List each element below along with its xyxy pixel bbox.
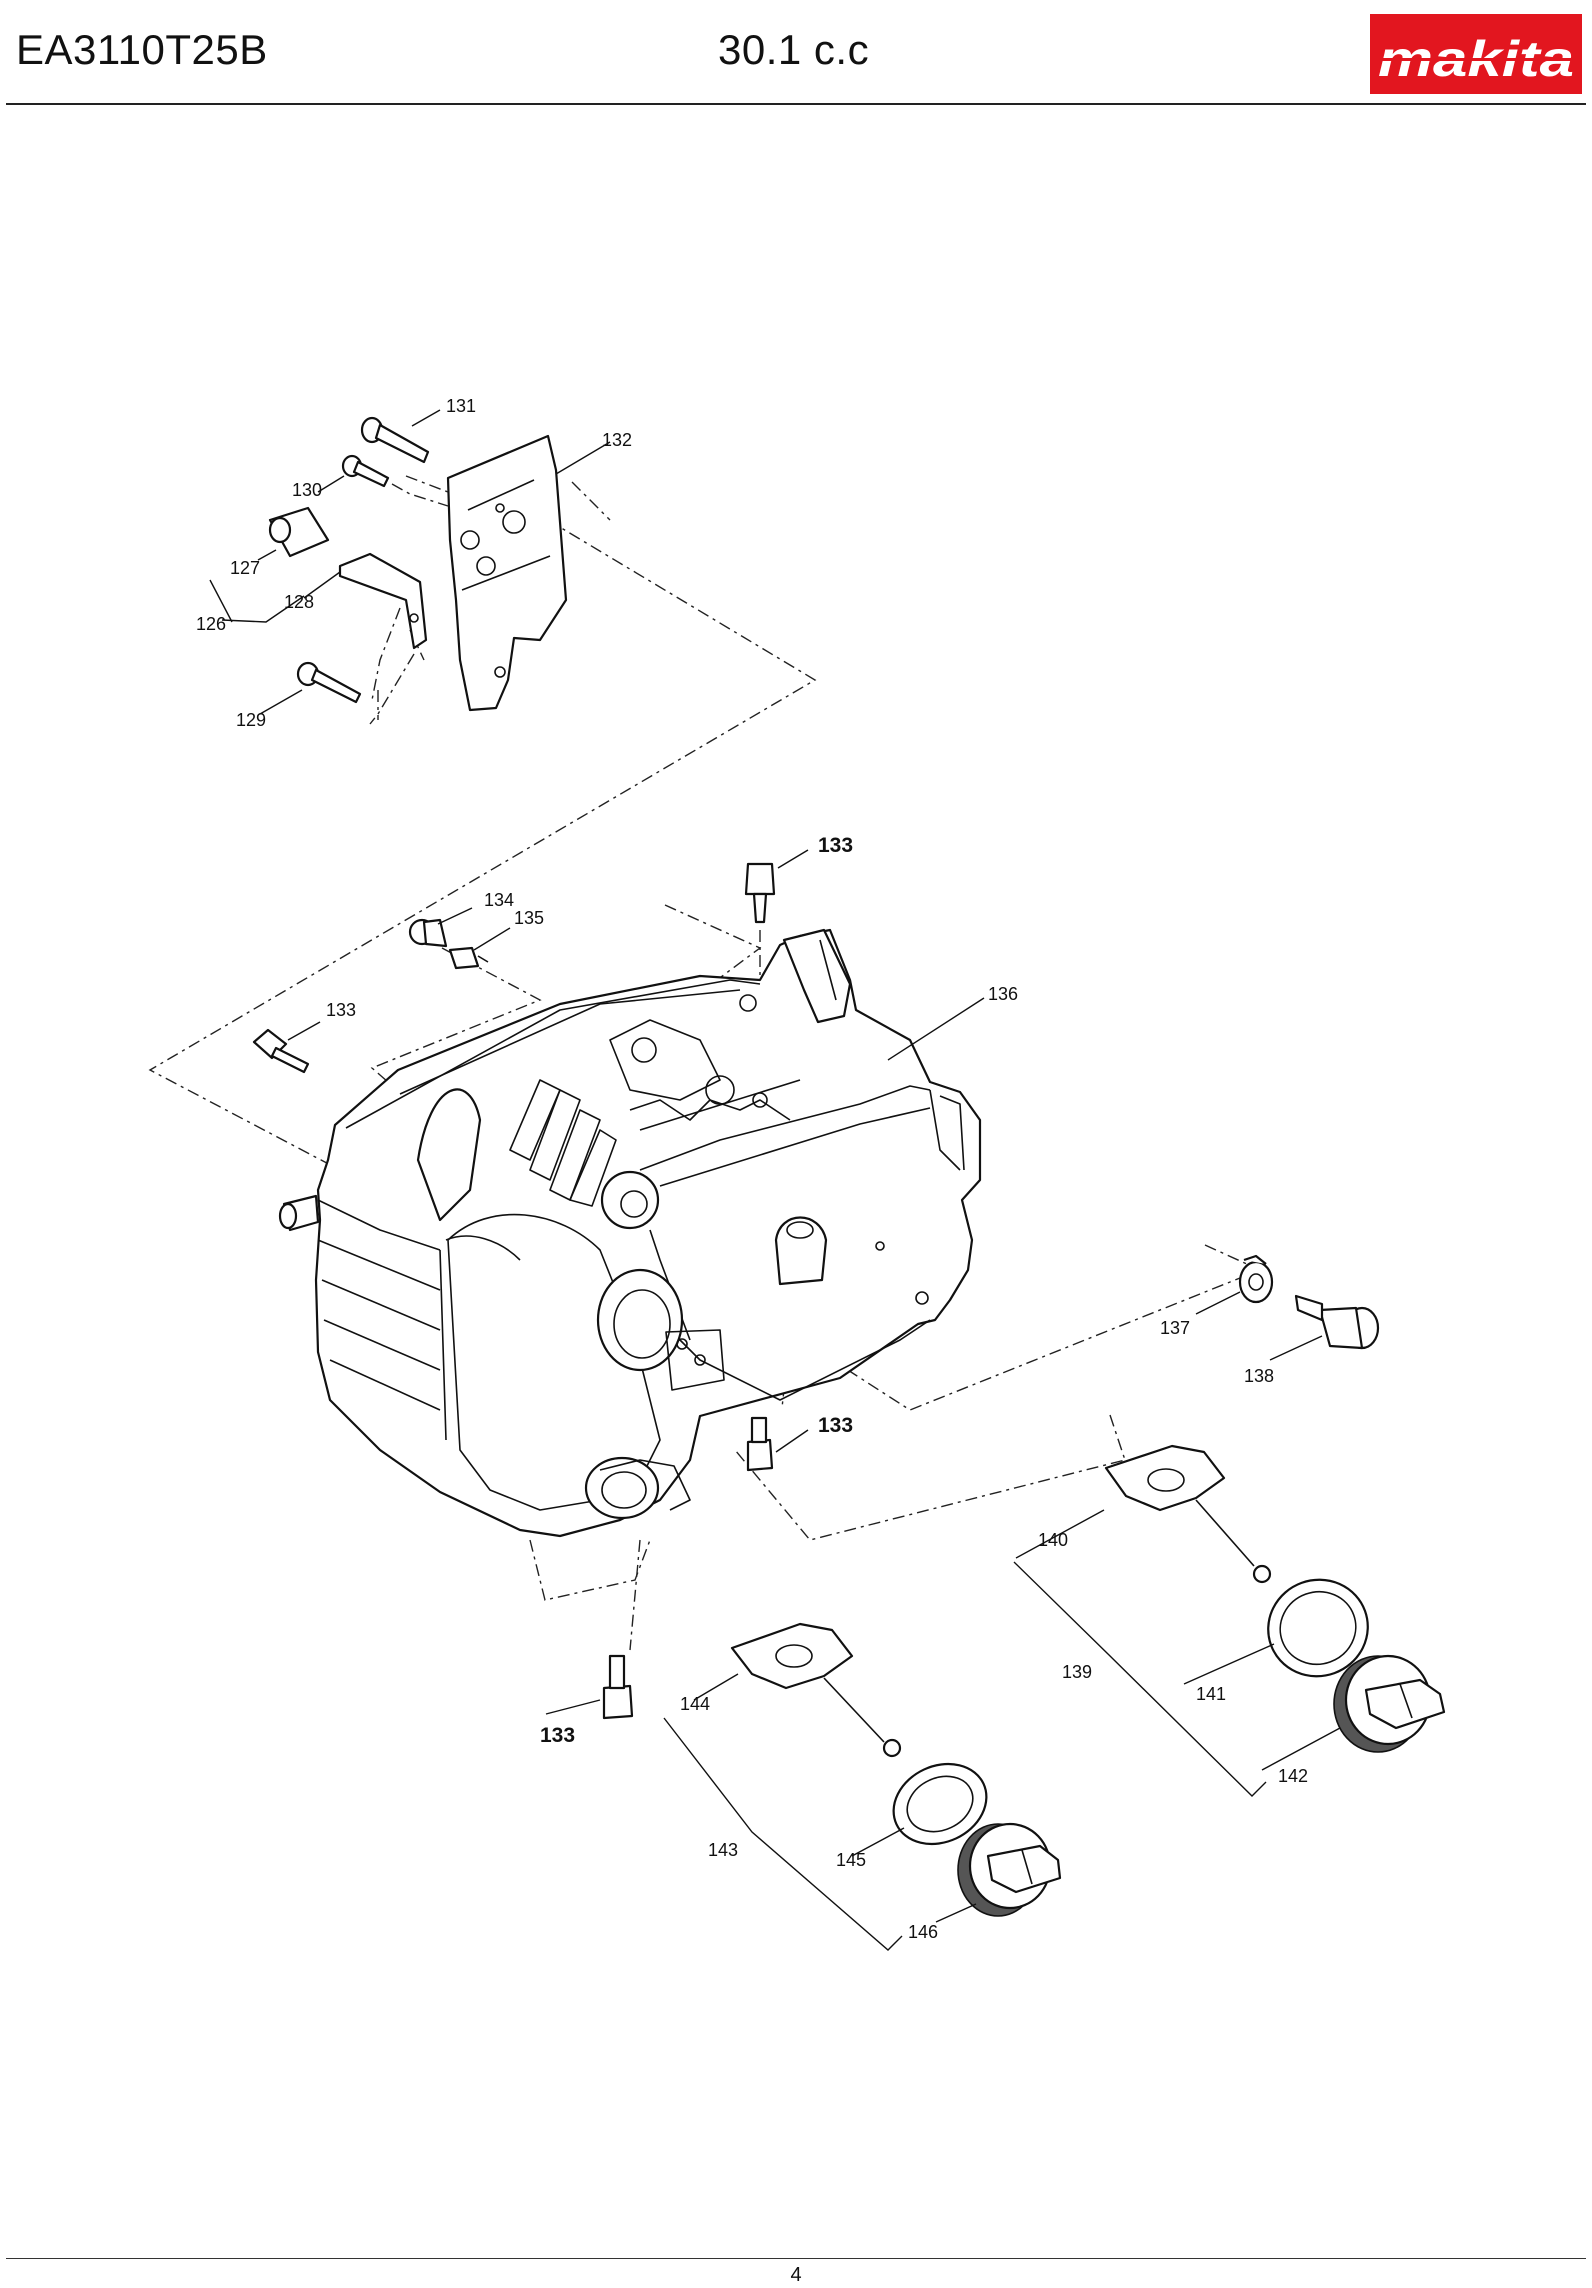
footer-rule bbox=[6, 2258, 1586, 2259]
label-130: 130 bbox=[292, 480, 322, 500]
part-140-strainer bbox=[1104, 1444, 1272, 1584]
crankcase-tank-body bbox=[278, 928, 982, 1538]
label-136: 136 bbox=[988, 984, 1018, 1004]
label-139: 139 bbox=[1062, 1662, 1092, 1682]
label-138: 138 bbox=[1244, 1366, 1274, 1386]
label-128: 128 bbox=[284, 592, 314, 612]
label-146: 146 bbox=[908, 1922, 938, 1942]
part-141-gasket-ring bbox=[1267, 1578, 1369, 1678]
label-141: 141 bbox=[1196, 1684, 1226, 1704]
label-126: 126 bbox=[196, 614, 226, 634]
part-144-strainer bbox=[730, 1622, 902, 1758]
part-145-gasket-ring bbox=[892, 1762, 988, 1846]
makita-logo: makita bbox=[1370, 14, 1582, 94]
label-127: 127 bbox=[230, 558, 260, 578]
label-133-mid: 133 bbox=[818, 1414, 853, 1437]
part-142-oil-cap bbox=[1333, 1654, 1446, 1753]
part-137-grommet bbox=[1238, 1254, 1274, 1304]
logo-background bbox=[1370, 14, 1582, 94]
part-130-screw bbox=[341, 454, 390, 488]
part-135-pin bbox=[448, 946, 489, 970]
label-142: 142 bbox=[1278, 1766, 1308, 1786]
part-133-screw-bottom bbox=[602, 1654, 634, 1720]
label-133-top: 133 bbox=[818, 834, 853, 857]
part-127-bushing bbox=[268, 506, 330, 558]
part-number-labels: 131 132 130 127 128 126 129 133 134 135 … bbox=[196, 396, 1308, 1942]
part-129-screw bbox=[296, 661, 362, 704]
leader-lines bbox=[209, 409, 1341, 1951]
label-129: 129 bbox=[236, 710, 266, 730]
part-133-screw-top bbox=[744, 862, 776, 924]
label-131: 131 bbox=[446, 396, 476, 416]
page-header: EA3110T25B 30.1 c.c makita bbox=[0, 0, 1592, 106]
engine-displacement: 30.1 c.c bbox=[718, 26, 870, 73]
label-145: 145 bbox=[836, 1850, 866, 1870]
guide-plate-assembly bbox=[268, 416, 568, 725]
part-133-screw-left bbox=[252, 1028, 310, 1074]
model-number: EA3110T25B bbox=[16, 26, 268, 73]
header-rule bbox=[6, 103, 1586, 105]
part-128-bracket bbox=[338, 552, 428, 650]
label-133-left: 133 bbox=[326, 1000, 356, 1020]
part-146-fuel-cap bbox=[957, 1822, 1062, 1917]
label-140: 140 bbox=[1038, 1530, 1068, 1550]
page-number: 4 bbox=[790, 2264, 802, 2286]
label-143: 143 bbox=[708, 1840, 738, 1860]
part-134-bushing bbox=[408, 918, 448, 948]
logo-stripe bbox=[1374, 58, 1578, 61]
label-135: 135 bbox=[514, 908, 544, 928]
part-133-screw-mid bbox=[746, 1416, 774, 1472]
label-137: 137 bbox=[1160, 1318, 1190, 1338]
label-134: 134 bbox=[484, 890, 514, 910]
label-133-bottom: 133 bbox=[540, 1724, 575, 1747]
label-132: 132 bbox=[602, 430, 632, 450]
part-131-screw bbox=[360, 416, 430, 464]
part-138-bumper bbox=[1294, 1294, 1380, 1350]
label-144: 144 bbox=[680, 1694, 710, 1714]
